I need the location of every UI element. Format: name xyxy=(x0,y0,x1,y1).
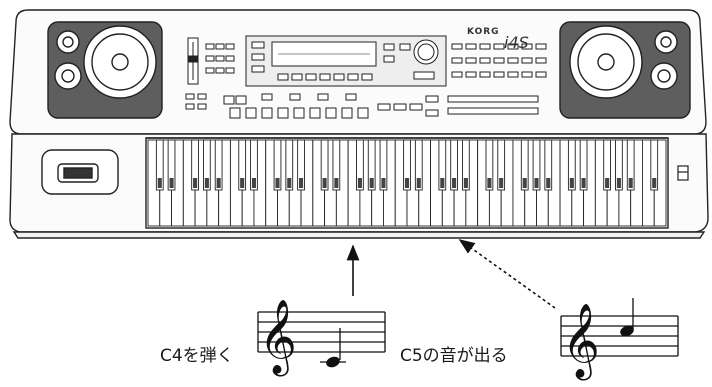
caption-play-c4: C4を弾く xyxy=(160,346,234,366)
black-key-shade xyxy=(440,178,444,188)
left-speaker xyxy=(48,22,162,118)
caption-c5-sounds: C5の音が出る xyxy=(400,346,508,366)
black-key-shade xyxy=(464,178,468,188)
black-key-shade xyxy=(287,178,291,188)
black-key-shade xyxy=(487,178,491,188)
treble-clef-icon: 𝄞 xyxy=(562,304,600,381)
black-key-shade xyxy=(534,178,538,188)
black-key-shade xyxy=(217,178,221,188)
arrows xyxy=(353,240,555,308)
black-key-shade xyxy=(652,178,656,188)
pitch-wheel xyxy=(42,150,118,194)
black-key-shade xyxy=(158,178,162,188)
treble-clef-icon: 𝄞 xyxy=(259,300,297,377)
right-speaker xyxy=(560,22,690,118)
left-button-cluster xyxy=(206,44,234,73)
black-key-shade xyxy=(252,178,256,188)
black-key-shade xyxy=(405,178,409,188)
black-key-shade xyxy=(629,178,633,188)
black-key-shade xyxy=(570,178,574,188)
black-key-shade xyxy=(334,178,338,188)
black-key-shade xyxy=(370,178,374,188)
dotted-arrow xyxy=(460,240,555,308)
black-key-shade xyxy=(205,178,209,188)
black-key-shade xyxy=(605,178,609,188)
black-key-shade xyxy=(358,178,362,188)
black-key-shade xyxy=(193,178,197,188)
staff-c4: 𝄞 xyxy=(258,300,385,377)
right-button-rows xyxy=(452,44,546,77)
brand-logo: KORG xyxy=(467,27,500,37)
black-key-shade xyxy=(546,178,550,188)
black-key-shade xyxy=(381,178,385,188)
black-key-shade xyxy=(523,178,527,188)
black-key-shade xyxy=(499,178,503,188)
black-key-shade xyxy=(275,178,279,188)
black-key-shade xyxy=(417,178,421,188)
black-key-shade xyxy=(617,178,621,188)
staff-c5: 𝄞 xyxy=(561,298,678,381)
black-key-shade xyxy=(170,178,174,188)
model-name: i4S xyxy=(504,33,529,52)
note-c4 xyxy=(325,355,342,369)
headphone-jack xyxy=(678,166,688,180)
black-key-shade xyxy=(582,178,586,188)
piano-keys xyxy=(148,140,666,226)
black-key-shade xyxy=(452,178,456,188)
black-key-shade xyxy=(240,178,244,188)
black-key-shade xyxy=(299,178,303,188)
black-key-shade xyxy=(323,178,327,188)
